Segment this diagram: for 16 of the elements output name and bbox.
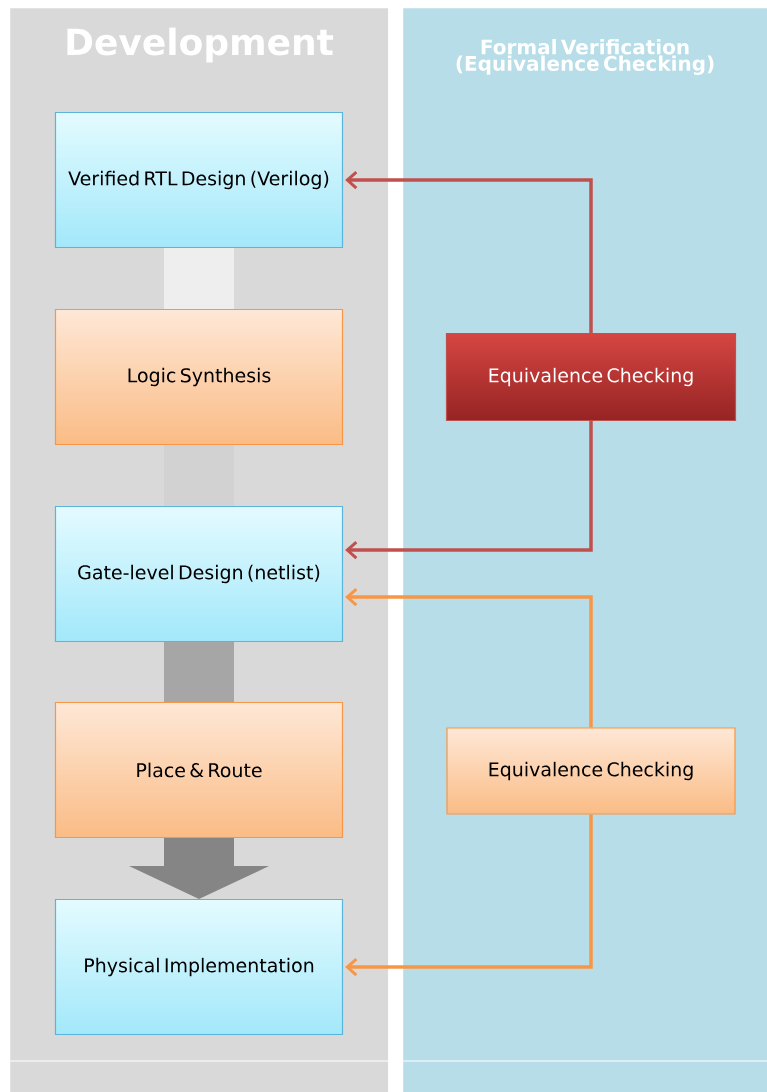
design-box: Gate-level Design (netlist) bbox=[54, 505, 344, 643]
design-box: Physical Implementation bbox=[54, 898, 344, 1036]
arrow bbox=[345, 421, 593, 560]
flow-arrow bbox=[129, 838, 269, 899]
design-box: Verified RTL Design (Verilog) bbox=[54, 111, 344, 249]
arrow bbox=[345, 814, 593, 977]
flow-band bbox=[164, 445, 234, 506]
arrow bbox=[345, 587, 593, 728]
flow-band bbox=[164, 248, 234, 309]
process-box: Equivalence Checking bbox=[445, 332, 737, 422]
process-box: Logic Synthesis bbox=[54, 308, 344, 446]
process-box: Equivalence Checking bbox=[446, 727, 736, 815]
arrow bbox=[345, 170, 593, 333]
flow-band bbox=[164, 642, 234, 702]
column-heading: Formal Verification (Equivalence Checking) bbox=[456, 39, 714, 75]
process-box: Place & Route bbox=[54, 701, 344, 839]
